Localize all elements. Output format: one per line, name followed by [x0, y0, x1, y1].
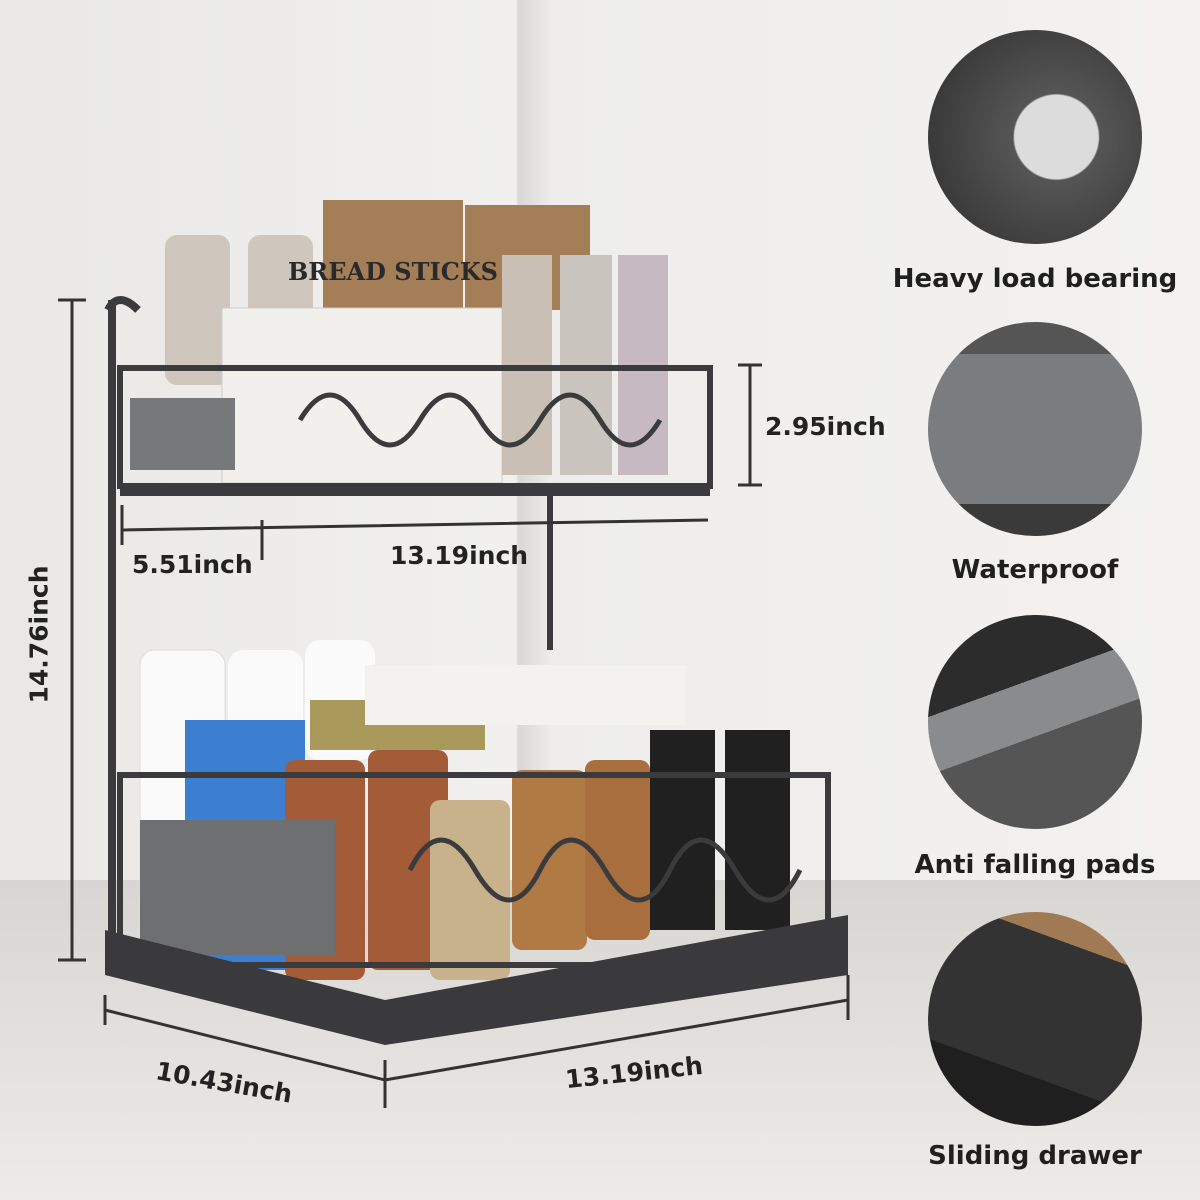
dim-top-width: 13.19inch [390, 541, 529, 570]
top-jar [165, 235, 230, 385]
heavy-load-image [928, 30, 1142, 244]
feature-anti-falling-label: Anti falling pads [914, 850, 1156, 880]
dim-tier-height: 2.95inch [765, 412, 886, 441]
dim-total-height: 14.76inch [24, 565, 54, 704]
feature-heavy-load-label: Heavy load bearing [892, 264, 1178, 294]
dimension-lines [58, 298, 850, 1108]
feature-waterproof-label: Waterproof [951, 555, 1119, 585]
feature-sliding-drawer-label: Sliding drawer [928, 1141, 1142, 1171]
waterproof-image [928, 322, 1142, 536]
bottom-basket [117, 772, 831, 968]
sliding-drawer-base [105, 915, 848, 1045]
top-panel [130, 398, 235, 470]
anti-falling-image [928, 615, 1142, 829]
bottom-panel [140, 820, 335, 955]
spice-rack-illustration: BREAD STICKS [58, 200, 850, 1108]
bread-bag [323, 200, 463, 310]
sliding-drawer-image [928, 912, 1142, 1126]
bread-bag-text: BREAD STICKS [288, 257, 498, 286]
dim-top-depth: 5.51inch [132, 550, 253, 579]
